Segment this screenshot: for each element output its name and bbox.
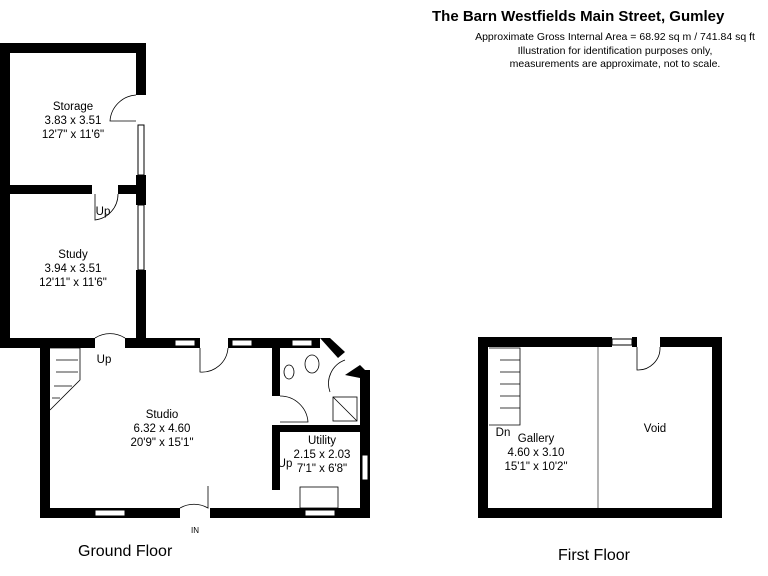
study-metric: 3.94 x 3.51: [45, 263, 102, 275]
stair-label: Up: [97, 354, 112, 366]
stair-label: Up: [96, 206, 111, 218]
stair-label: Dn: [496, 427, 511, 439]
entrance-label: IN: [191, 526, 199, 535]
studio-name: Studio: [146, 409, 179, 421]
first-floor-walls: [478, 337, 722, 518]
plan-title: The Barn Westfields Main Street, Gumley: [432, 8, 725, 25]
windows: [94, 124, 633, 517]
study-imperial: 12'11" x 11'6": [39, 277, 107, 289]
ground-floor-walls: [0, 43, 370, 518]
gallery-name: Gallery: [518, 433, 555, 445]
storage-metric: 3.83 x 3.51: [45, 115, 102, 127]
gallery-imperial: 15'1" x 10'2": [504, 461, 567, 473]
void-name: Void: [644, 423, 666, 435]
area-text: Approximate Gross Internal Area = 68.92 …: [475, 31, 755, 43]
storage-imperial: 12'7" x 11'6": [42, 129, 104, 141]
first-floor-label: First Floor: [558, 547, 630, 564]
utility-metric: 2.15 x 2.03: [294, 449, 351, 461]
gallery-metric: 4.60 x 3.10: [508, 447, 565, 459]
utility-name: Utility: [308, 435, 336, 447]
stair-label: Up: [278, 458, 293, 470]
ground-floor-label: Ground Floor: [78, 543, 173, 560]
study-name: Study: [58, 249, 88, 261]
disclaimer-line-2: measurements are approximate, not to sca…: [509, 58, 721, 70]
utility-imperial: 7'1" x 6'8": [297, 463, 347, 475]
studio-imperial: 20'9" x 15'1": [130, 437, 193, 449]
disclaimer-line-1: Illustration for identification purposes…: [517, 45, 713, 57]
doors-and-fixtures: [49, 94, 661, 509]
storage-name: Storage: [53, 101, 93, 113]
studio-metric: 6.32 x 4.60: [134, 423, 191, 435]
